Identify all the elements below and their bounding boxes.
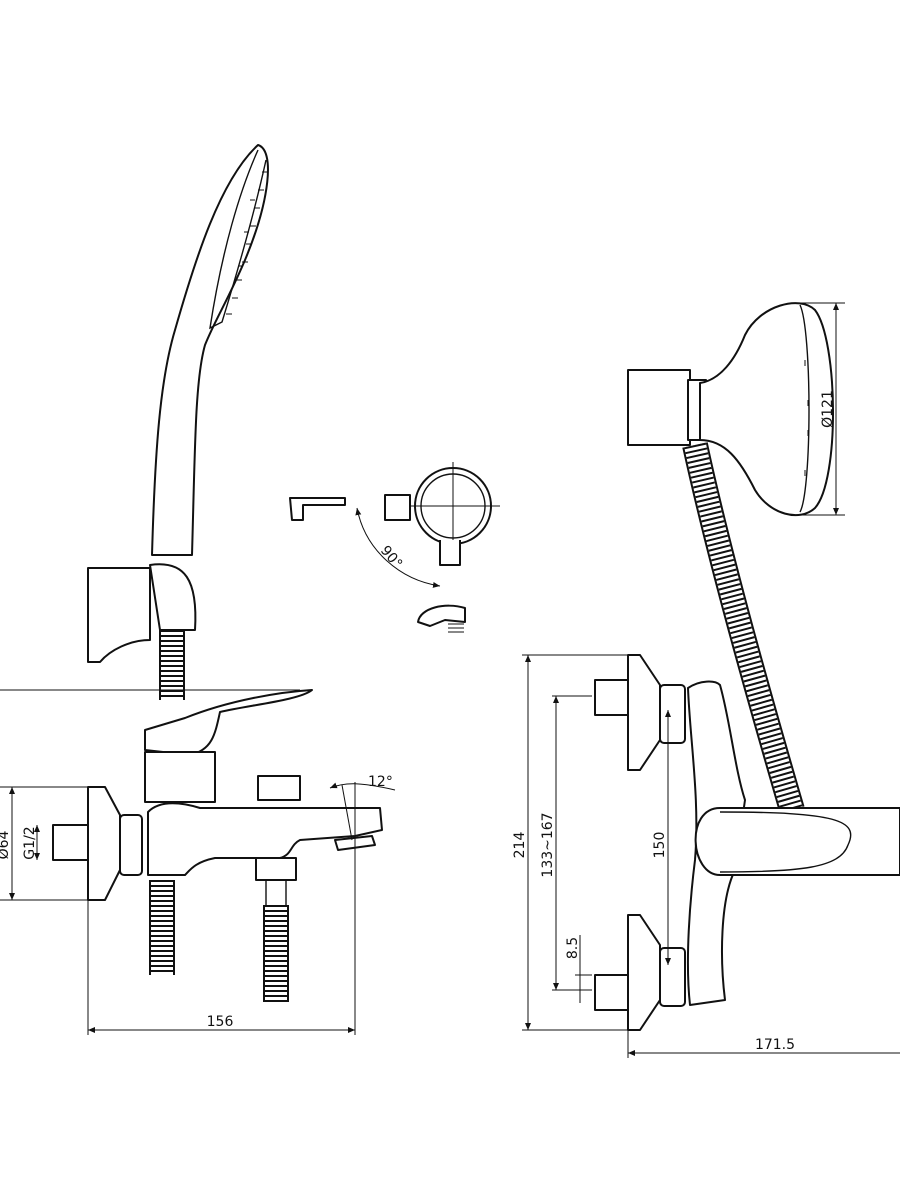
- left-view: Ø64 G1/2 156 12°: [0, 144, 396, 1035]
- upper-wall-flange: [627, 654, 661, 771]
- hand-shower-icon: [417, 604, 466, 627]
- spray-nozzles: [226, 171, 268, 315]
- dim-inlet-spacing: 133~167: [540, 812, 556, 877]
- dim-width: 156: [207, 1014, 234, 1030]
- rotation-detail: 90°: [289, 462, 500, 633]
- hand-shower: [151, 144, 269, 556]
- lower-wall-flange: [627, 914, 661, 1031]
- shower-holder-side: [627, 369, 691, 446]
- spout: [147, 802, 383, 876]
- dim-offset: 8.5: [565, 937, 581, 959]
- handle-side: [694, 807, 900, 876]
- dim-flange-diameter: Ø64: [0, 830, 12, 859]
- dim-rotation-angle: 90°: [377, 543, 405, 572]
- lever-top-icon: [289, 497, 346, 521]
- dim-total-height: 214: [512, 832, 528, 859]
- dim-center-distance: 150: [652, 832, 668, 859]
- right-view: Ø121 214 133~167 150 8.5 171.5: [512, 302, 900, 1058]
- lever-handle: [144, 689, 313, 756]
- hex-nut: [119, 814, 143, 876]
- spray-nozzles-side: [804, 360, 809, 476]
- dim-shower-head-diameter: Ø121: [820, 390, 836, 428]
- dim-depth: 171.5: [755, 1037, 795, 1053]
- dim-spout-angle: 12°: [368, 774, 393, 790]
- shower-head-side: [699, 302, 834, 517]
- shower-holder: [87, 567, 151, 663]
- diverter-knob: [257, 775, 301, 801]
- dim-thread: G1/2: [22, 826, 38, 859]
- mixer-body: [144, 751, 216, 803]
- wall-flange: [87, 786, 121, 901]
